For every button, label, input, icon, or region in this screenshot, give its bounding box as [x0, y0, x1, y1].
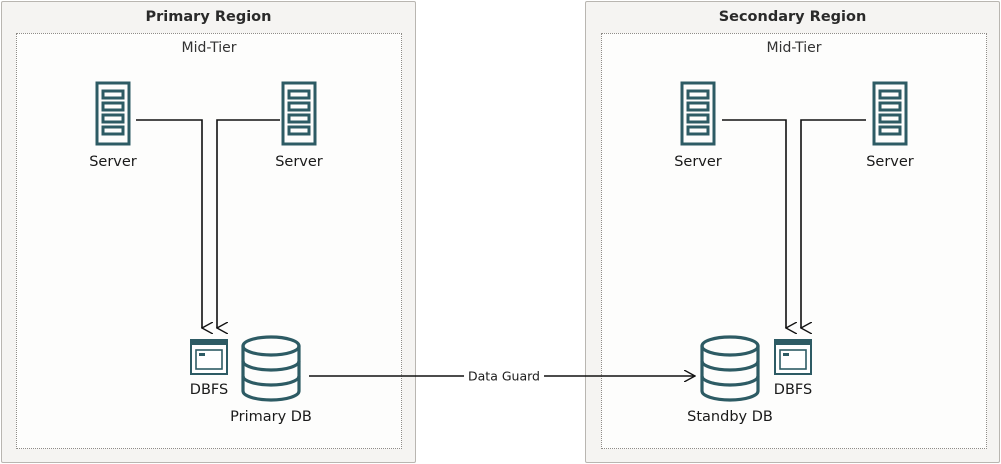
region-title: Secondary Region	[718, 9, 867, 25]
server-label: Server	[674, 154, 722, 170]
server-icon	[872, 81, 908, 146]
server-to-dbfs-line	[217, 119, 280, 328]
database-icon	[700, 335, 760, 402]
server-to-dbfs-line	[722, 119, 786, 328]
server-icon	[95, 81, 131, 146]
primary-region: Primary Region Mid-Tier	[1, 1, 416, 463]
dbfs-label: DBFS	[189, 382, 229, 398]
mid-tier-box: Mid-Tier	[601, 33, 987, 449]
dbfs-icon	[774, 339, 812, 375]
server-icon	[281, 81, 317, 146]
secondary-region: Secondary Region Mid-Tier	[585, 1, 1000, 463]
server-label: Server	[866, 154, 914, 170]
region-title: Primary Region	[145, 9, 272, 25]
dbfs-label: DBFS	[773, 382, 813, 398]
server-label: Server	[89, 154, 137, 170]
mid-tier-box: Mid-Tier	[16, 33, 402, 449]
tier-label: Mid-Tier	[766, 40, 822, 56]
database-label: Standby DB	[687, 409, 773, 425]
server-to-dbfs-line	[801, 119, 866, 328]
server-icon	[680, 81, 716, 146]
database-label: Primary DB	[230, 409, 312, 425]
server-to-dbfs-line	[136, 119, 202, 328]
dbfs-icon	[190, 339, 228, 375]
data-guard-label: Data Guard	[464, 368, 544, 384]
tier-label: Mid-Tier	[181, 40, 237, 56]
database-icon	[241, 335, 301, 402]
server-label: Server	[275, 154, 323, 170]
